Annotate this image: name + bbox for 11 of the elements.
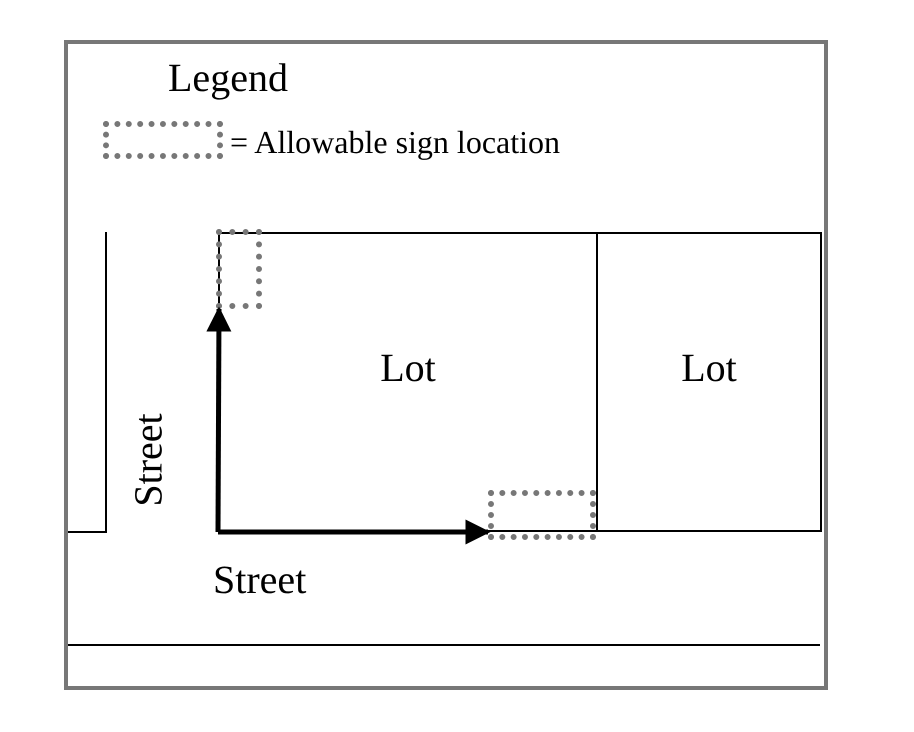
legend-text: = Allowable sign location: [230, 126, 560, 158]
lot-box: [596, 232, 822, 532]
arrow: [218, 520, 490, 544]
arrow: [206, 306, 232, 532]
sign-location-box: [488, 490, 596, 540]
legend-title: Legend: [168, 58, 288, 98]
street-label: Street: [128, 413, 169, 507]
lot-label: Lot: [380, 344, 436, 390]
street-label: Street: [213, 560, 306, 600]
lot-box: [218, 232, 598, 532]
lot-label: Lot: [681, 344, 737, 390]
